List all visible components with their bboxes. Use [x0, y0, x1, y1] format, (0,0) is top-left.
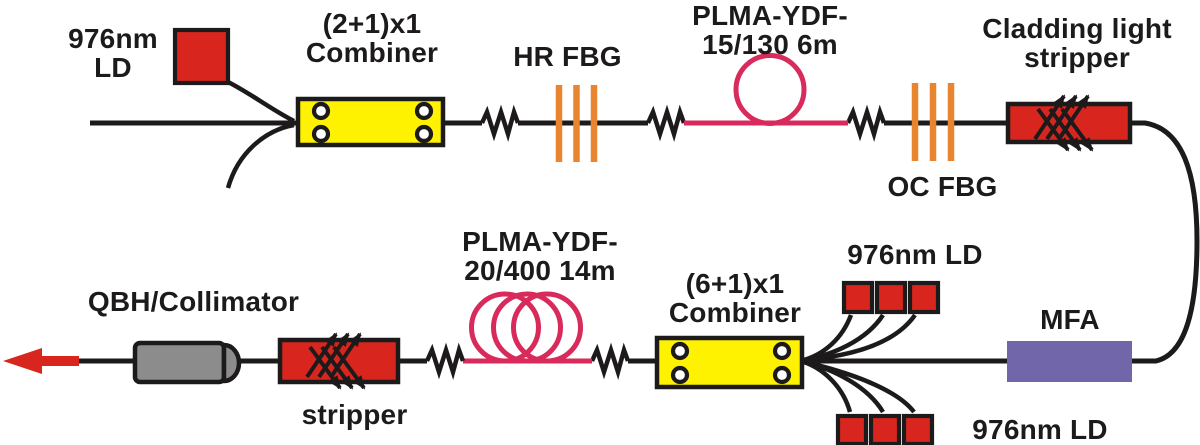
pump-fan-lower — [803, 359, 916, 414]
label-combiner-1: (2+1)x1 Combiner — [305, 8, 439, 68]
pump-ld-square — [901, 413, 935, 445]
label-hr-fbg: HR FBG — [513, 41, 622, 72]
pump-fiber-curve — [226, 79, 296, 124]
pump-ld-square — [874, 280, 908, 315]
label-stripper: stripper — [301, 399, 408, 430]
pump-ld-square — [907, 280, 941, 315]
mfa-box — [1007, 341, 1132, 382]
combiner1-screw — [311, 124, 331, 144]
pump-ld-square — [172, 27, 231, 86]
splice-zigzag — [589, 342, 631, 380]
qbh-collimator-body — [132, 340, 227, 385]
label-oc-fbg: OC FBG — [887, 171, 998, 202]
splice-zigzag — [479, 104, 521, 142]
combiner1-screw — [311, 101, 331, 121]
splice-zigzag — [424, 342, 466, 380]
label-pump-ld-3: 976nm LD — [972, 414, 1108, 445]
qbh-collimator-cap — [221, 342, 242, 384]
pump-ld-square — [835, 413, 869, 445]
label-mfa: MFA — [1040, 304, 1100, 335]
label-ydf-2: PLMA-YDF- 20/400 14m — [462, 226, 618, 286]
oc-fbg-grating — [911, 83, 955, 161]
pump-fan-upper — [803, 313, 917, 363]
pump-ld-array-top — [841, 280, 941, 315]
label-pump-ld-2: 976nm LD — [847, 239, 983, 270]
pump-ld-square — [841, 280, 875, 315]
combiner2-screw — [772, 365, 792, 385]
splice-zigzag — [845, 104, 887, 142]
hr-fbg-grating — [555, 85, 598, 162]
combiner2-screw — [772, 341, 792, 361]
combiner1-screw — [414, 101, 434, 121]
label-qbh-collimator: QBH/Collimator — [87, 286, 300, 317]
pump-ld-square — [868, 413, 902, 445]
row-connect-curve — [1130, 120, 1200, 364]
unused-port-curve — [225, 122, 295, 189]
label-combiner-2: (6+1)x1 Combiner — [668, 268, 802, 328]
splice-zigzag — [645, 104, 687, 142]
combiner2-screw — [670, 365, 690, 385]
label-ydf-1: PLMA-YDF- 15/130 6m — [692, 0, 848, 60]
output-arrow — [3, 348, 79, 374]
label-cladding-stripper: Cladding light stripper — [982, 13, 1172, 73]
label-pump-ld-1: 976nm LD — [68, 23, 158, 83]
ydf1-coil — [733, 53, 807, 126]
combiner2-screw — [670, 341, 690, 361]
ydf2-coil — [469, 291, 583, 364]
combiner1-screw — [414, 124, 434, 144]
pump-ld-array-bottom — [835, 413, 935, 445]
